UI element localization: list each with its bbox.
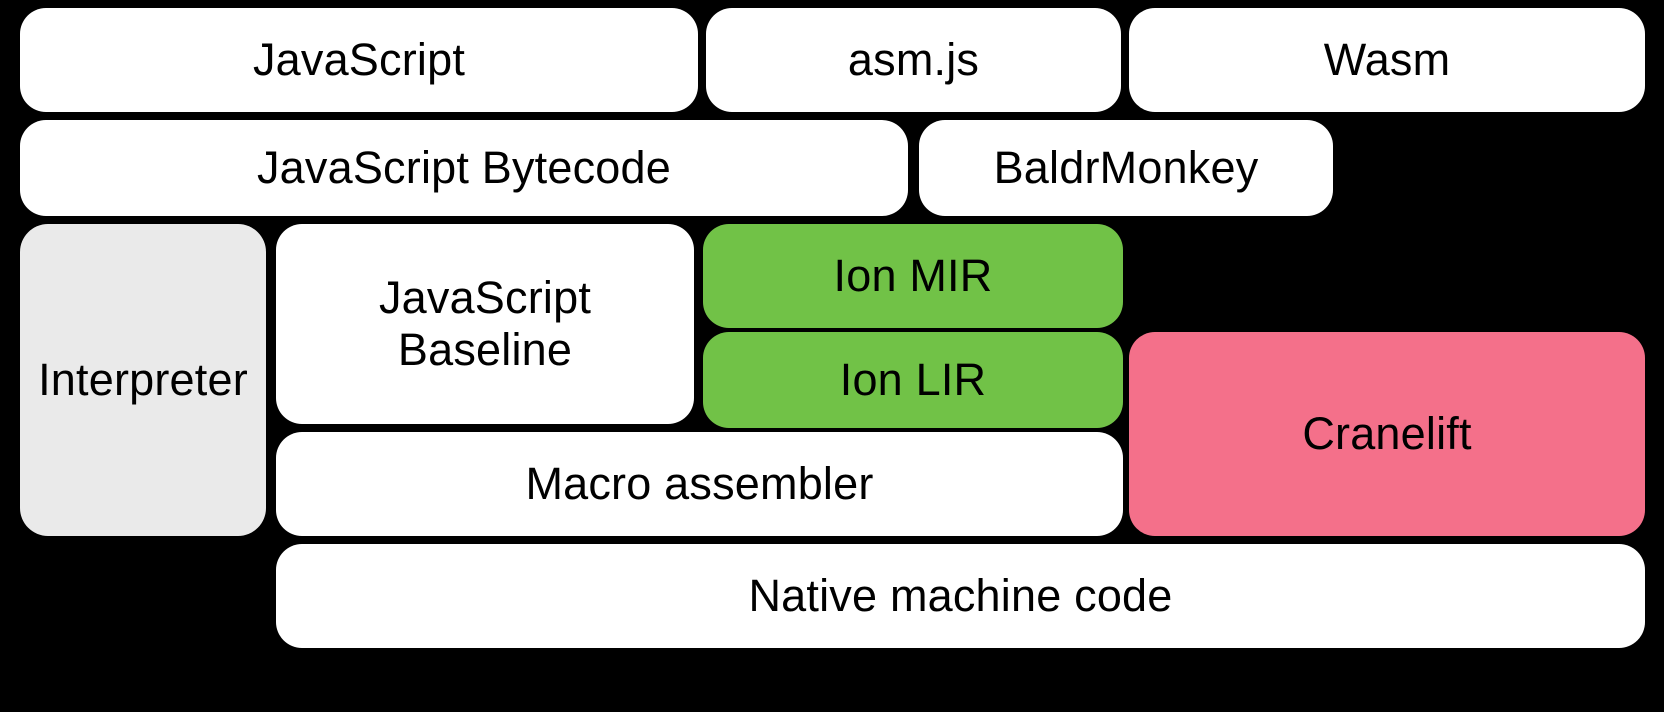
node-javascript-bytecode[interactable]: JavaScript Bytecode xyxy=(20,120,908,216)
node-macro-assembler[interactable]: Macro assembler xyxy=(276,432,1123,536)
node-native-machine-code[interactable]: Native machine code xyxy=(276,544,1645,648)
node-javascript[interactable]: JavaScript xyxy=(20,8,698,112)
node-javascript-baseline[interactable]: JavaScript Baseline xyxy=(276,224,694,424)
node-asm-js[interactable]: asm.js xyxy=(706,8,1121,112)
node-ion-mir[interactable]: Ion MIR xyxy=(703,224,1123,328)
node-baldrmonkey[interactable]: BaldrMonkey xyxy=(919,120,1333,216)
node-cranelift[interactable]: Cranelift xyxy=(1129,332,1645,536)
node-ion-lir[interactable]: Ion LIR xyxy=(703,332,1123,428)
node-interpreter[interactable]: Interpreter xyxy=(20,224,266,536)
node-wasm[interactable]: Wasm xyxy=(1129,8,1645,112)
